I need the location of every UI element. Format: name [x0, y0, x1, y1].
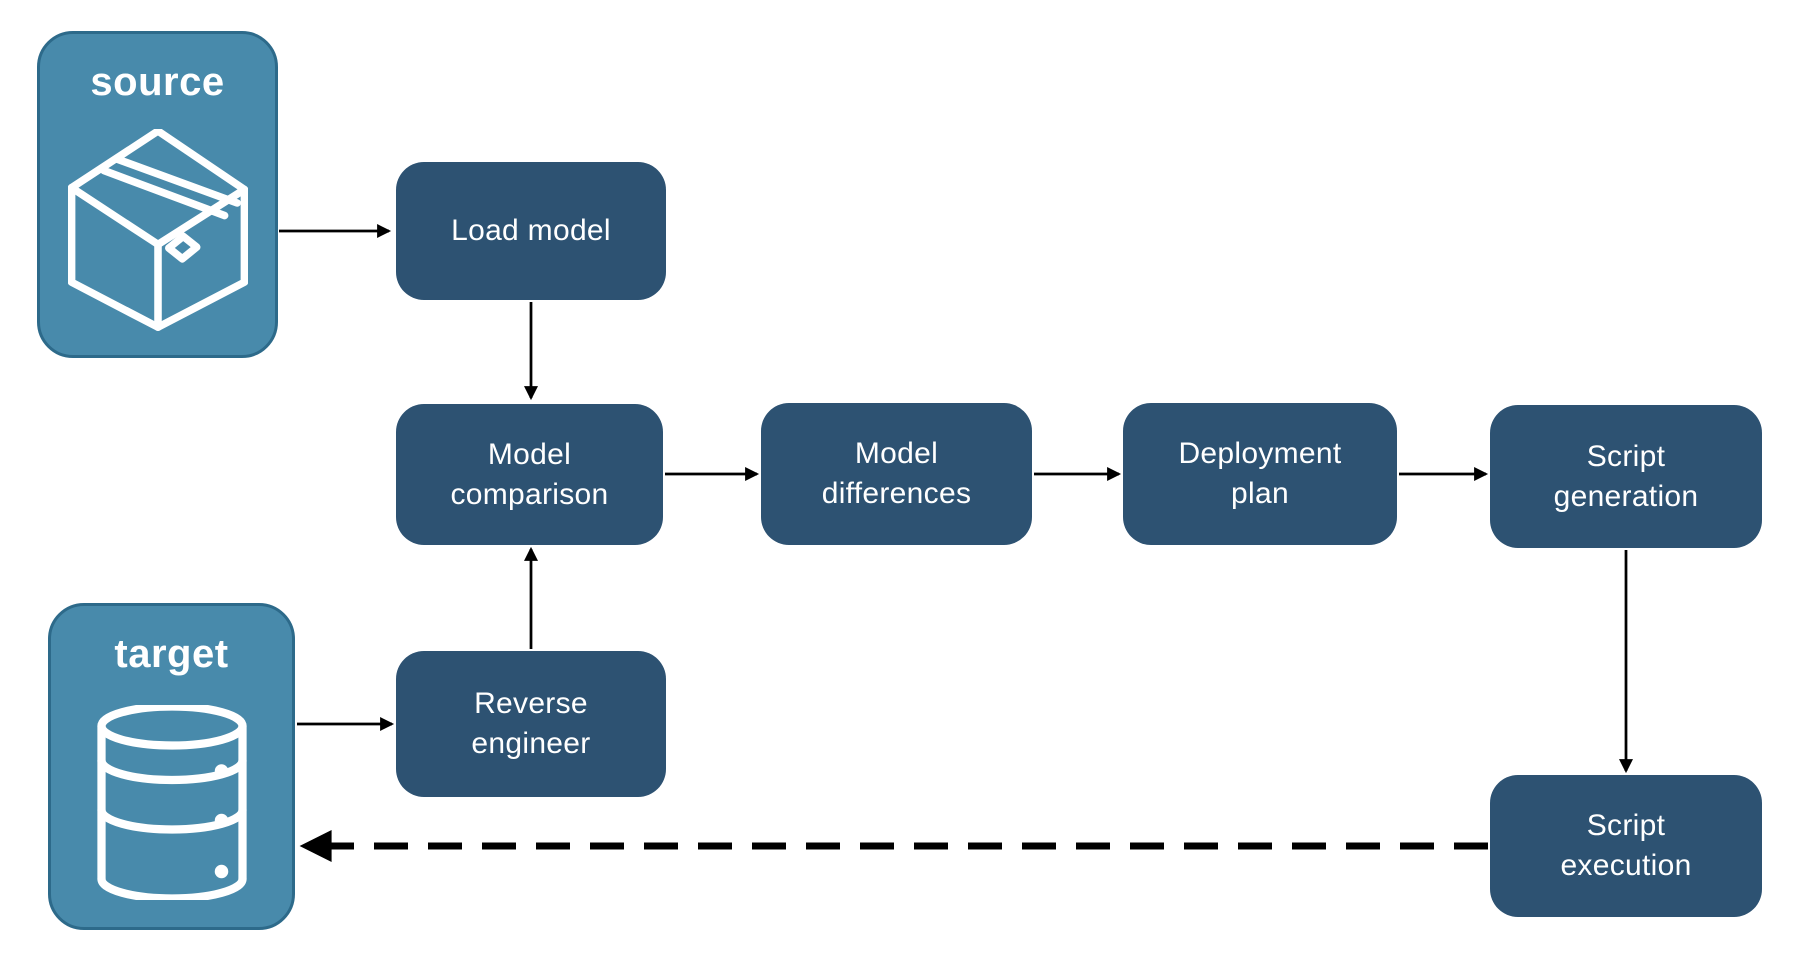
- entity-target-label: target: [114, 632, 229, 676]
- node-script-execution: Script execution: [1490, 775, 1762, 917]
- node-script-generation: Script generation: [1490, 405, 1762, 548]
- node-model-differences: Model differences: [761, 403, 1032, 545]
- node-load-model-label: Load model: [451, 214, 611, 247]
- node-deployment-plan: Deployment plan: [1123, 403, 1397, 545]
- package-icon: [40, 105, 275, 355]
- entity-source-label: source: [90, 60, 225, 104]
- node-reverse-engineer: Reverse engineer: [396, 651, 666, 797]
- node-deployment-plan-label: Deployment plan: [1178, 437, 1342, 510]
- node-model-comparison-label: Model comparison: [450, 437, 609, 511]
- node-reverse-engineer-label: Reverse engineer: [471, 687, 591, 760]
- database-icon: [51, 677, 292, 927]
- node-script-execution-label: Script execution: [1560, 809, 1692, 882]
- node-load-model: Load model: [396, 162, 666, 300]
- entity-source: source: [37, 31, 278, 358]
- entity-target: target: [48, 603, 295, 930]
- node-model-differences-label: Model differences: [821, 437, 972, 510]
- node-script-generation-label: Script generation: [1553, 439, 1699, 513]
- node-model-comparison: Model comparison: [396, 404, 663, 545]
